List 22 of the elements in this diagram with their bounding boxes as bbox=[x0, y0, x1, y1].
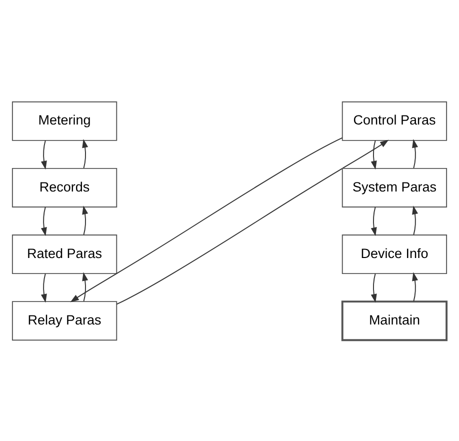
arrow bbox=[40, 272, 47, 302]
arrow bbox=[82, 205, 88, 235]
arrow bbox=[412, 138, 418, 168]
arrow bbox=[82, 272, 88, 302]
arrow bbox=[412, 205, 418, 235]
arrow bbox=[82, 138, 88, 168]
arrow bbox=[370, 206, 377, 236]
arrow bbox=[412, 272, 418, 302]
node-box: Rated Paras bbox=[12, 234, 118, 274]
arrow bbox=[40, 139, 47, 170]
node-box: Records bbox=[12, 167, 118, 207]
node-box: Device Info bbox=[342, 234, 448, 274]
node-box: Maintain bbox=[341, 300, 448, 341]
arrow bbox=[370, 139, 377, 170]
node-box: Control Paras bbox=[342, 100, 448, 140]
node-box: System Paras bbox=[342, 167, 448, 207]
arrow bbox=[370, 272, 377, 302]
arrow bbox=[116, 139, 389, 304]
arrow bbox=[40, 206, 47, 236]
arrow bbox=[70, 136, 343, 302]
node-box: Relay Paras bbox=[12, 300, 118, 340]
node-box: Metering bbox=[12, 100, 118, 140]
